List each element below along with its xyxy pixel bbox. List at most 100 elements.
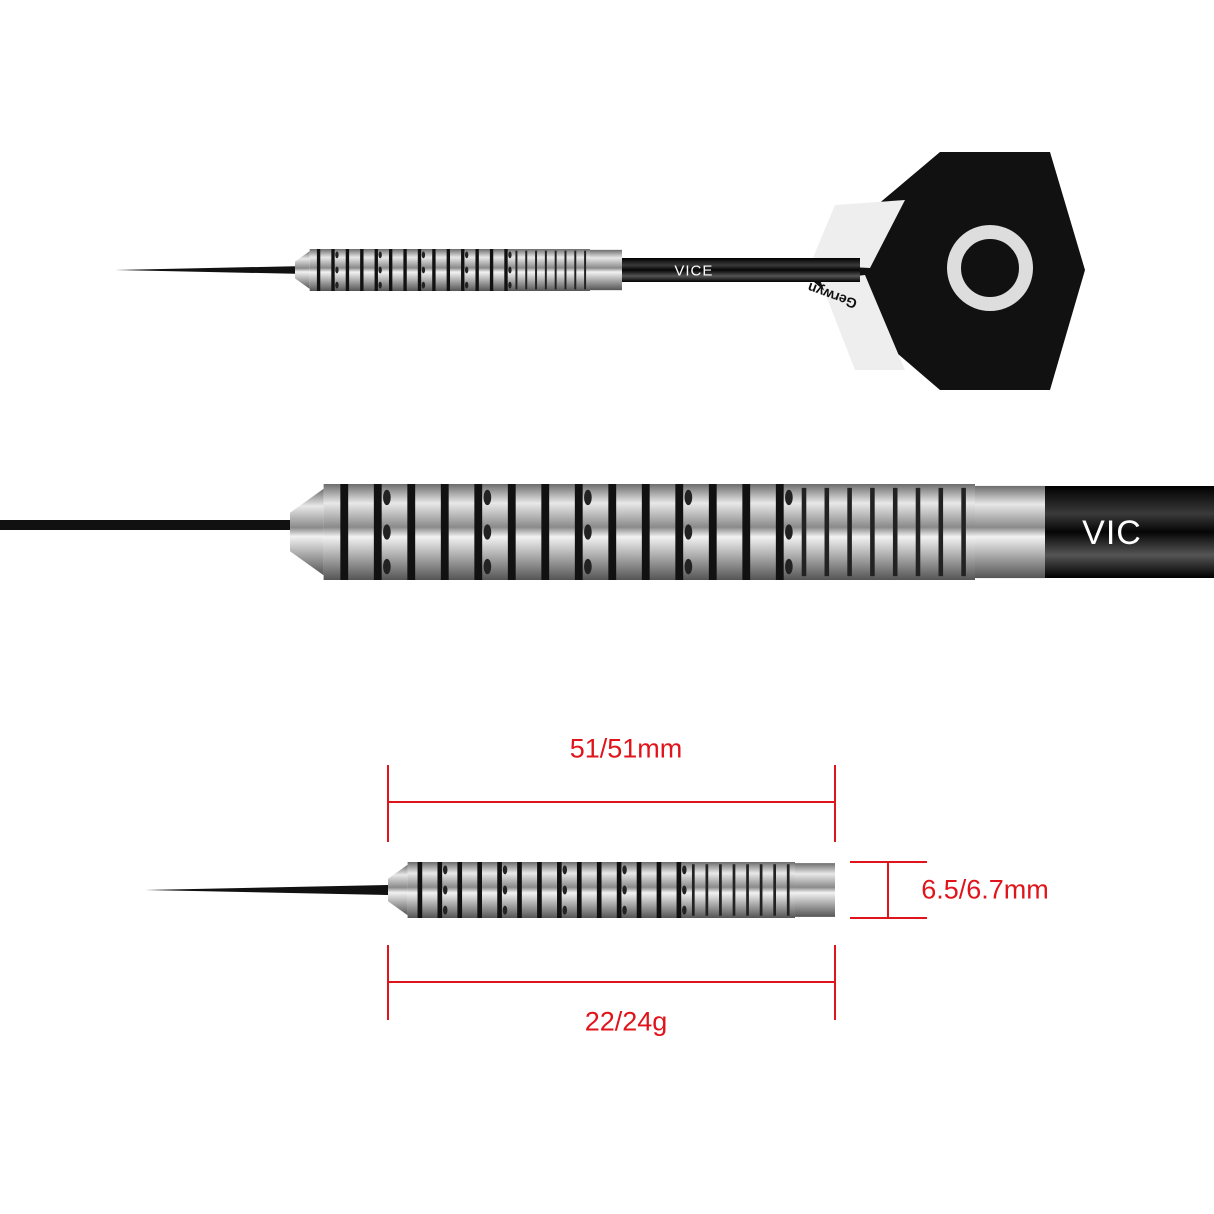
barrel-cutout: [584, 558, 592, 575]
barrel-cutout: [502, 885, 508, 895]
barrel-ring-groove: [746, 864, 749, 916]
barrel-ring-groove: [554, 250, 557, 290]
barrel-cutout: [785, 524, 793, 540]
barrel-end-ring: [590, 249, 622, 291]
barrel-ring-groove: [961, 487, 966, 577]
barrel-cutout: [562, 865, 568, 875]
barrel-ring-groove: [773, 864, 777, 916]
barrel-ring-groove: [544, 250, 547, 290]
barrel-groove: [675, 484, 684, 580]
shaft: [1045, 486, 1214, 578]
barrel-ring-groove: [691, 864, 695, 916]
barrel-cutout: [483, 524, 492, 540]
barrel-end-ring: [975, 485, 1045, 579]
barrel-groove: [541, 484, 550, 580]
diameter-label: 6.5/6.7mm: [921, 874, 1049, 905]
barrel-cutout: [502, 905, 508, 915]
barrel-groove: [574, 484, 583, 580]
barrel-cutout: [378, 251, 382, 259]
barrel-groove: [474, 484, 483, 580]
barrel-ring-groove: [759, 864, 763, 916]
barrel-cutout: [785, 489, 793, 506]
barrel-groove: [641, 484, 650, 580]
barrel-ring-groove: [719, 864, 722, 916]
barrel-groove: [446, 249, 451, 291]
barrel-cutout: [483, 558, 492, 575]
barrel-groove: [608, 484, 617, 580]
shaft-logo: VIC: [1082, 514, 1142, 552]
barrel-cutout: [502, 865, 508, 875]
barrel-cutout: [335, 281, 339, 289]
barrel-ring-groove: [574, 250, 577, 290]
barrel-ring-groove: [824, 487, 830, 577]
barrel-cutout: [464, 266, 469, 274]
barrel-cutout: [584, 524, 592, 540]
shaft: [622, 258, 860, 282]
barrel-groove: [461, 249, 465, 291]
barrel-ring-groove: [525, 250, 528, 290]
barrel-ring-groove: [515, 250, 518, 290]
barrel-groove: [656, 862, 662, 918]
barrel-ring-groove: [870, 487, 875, 577]
barrel-groove: [340, 484, 349, 580]
barrel-groove: [432, 249, 436, 291]
barrel-cutout: [378, 266, 382, 274]
barrel-closeup: VIC: [0, 484, 1214, 580]
barrel-cutout: [622, 905, 627, 915]
barrel-groove: [373, 484, 382, 580]
barrel-cutout: [442, 885, 448, 895]
barrel-cutout: [335, 251, 339, 259]
barrel-groove: [596, 862, 602, 918]
barrel-cutout: [508, 281, 512, 289]
barrel-cutout: [464, 251, 469, 259]
barrel-groove: [475, 249, 479, 291]
barrel-cutout: [684, 489, 693, 506]
barrel-cutout: [421, 281, 426, 289]
flight-wing-top: [810, 200, 905, 268]
barrel-groove: [440, 484, 449, 580]
barrel-groove: [437, 862, 443, 918]
barrel-ring-groove: [847, 487, 852, 577]
barrel-groove: [316, 249, 321, 291]
barrel-cutout: [682, 905, 687, 915]
point-tip: [145, 884, 388, 896]
barrel-groove: [636, 862, 642, 918]
barrel-cutout: [383, 524, 391, 540]
barrel-ring-groove: [564, 250, 567, 290]
barrel-cutout: [562, 905, 568, 915]
barrel-cutout: [483, 489, 492, 506]
weight-label: 22/24g: [584, 1006, 668, 1037]
barrel-cutout: [442, 865, 448, 875]
barrel-end-ring: [795, 863, 835, 917]
barrel-groove: [374, 249, 378, 291]
barrel-groove: [407, 484, 416, 580]
shaft-logo: VICE: [674, 262, 713, 279]
barrel-nose: [388, 864, 408, 916]
barrel-groove: [345, 249, 350, 291]
dimension-lines: [387, 765, 927, 1020]
barrel-groove: [504, 249, 508, 291]
barrel-cutout: [682, 885, 687, 895]
barrel-cutout: [584, 489, 592, 506]
barrel-groove: [388, 249, 393, 291]
barrel-groove: [417, 862, 423, 918]
barrel-cutout: [508, 251, 512, 259]
barrel-cutout: [383, 489, 391, 506]
barrel-cutout: [464, 281, 469, 289]
barrel-groove: [331, 249, 335, 291]
barrel-cutout: [785, 558, 793, 575]
barrel-groove: [507, 484, 516, 580]
barrel-groove: [403, 249, 407, 291]
barrel-ring-groove: [535, 250, 538, 290]
barrel-cutout: [684, 558, 693, 575]
barrel-nose: [290, 488, 324, 576]
barrel-groove: [557, 862, 562, 918]
point: [0, 520, 290, 530]
barrel-groove: [477, 862, 482, 918]
barrel-cutout: [508, 266, 512, 274]
barrel-ring-groove: [705, 864, 709, 916]
flight-target-logo: [947, 225, 1033, 311]
